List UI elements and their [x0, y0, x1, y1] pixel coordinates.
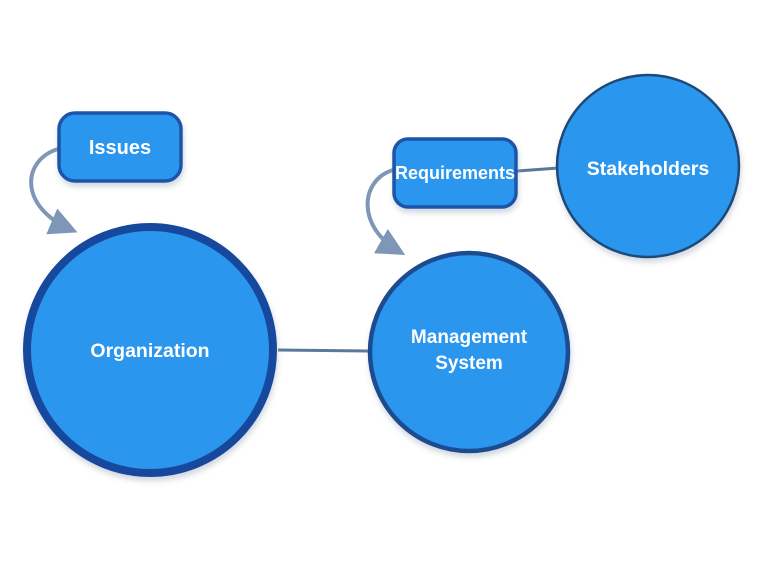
- node-management-system-label-line1: Management: [411, 327, 528, 348]
- node-stakeholders-label: Stakeholders: [587, 158, 710, 180]
- node-management-system-circle: [367, 250, 571, 454]
- edge-requirements-to-management-system-arrow: [365, 168, 406, 255]
- edge-organization-to-management-system: [277, 348, 369, 353]
- node-management-system-label-line2: System: [435, 353, 503, 374]
- node-issues-label: Issues: [89, 137, 151, 159]
- node-organization-circle: [23, 223, 277, 477]
- node-requirements-label: Requirements: [395, 163, 515, 183]
- edge-requirements-to-stakeholders: [516, 166, 560, 173]
- node-organization-label: Organization: [90, 340, 209, 362]
- edge-issues-to-organization-arrow: [29, 147, 78, 235]
- node-issues-box: [57, 111, 183, 183]
- node-stakeholders-circle: [555, 73, 741, 259]
- node-requirements-box: [392, 137, 518, 209]
